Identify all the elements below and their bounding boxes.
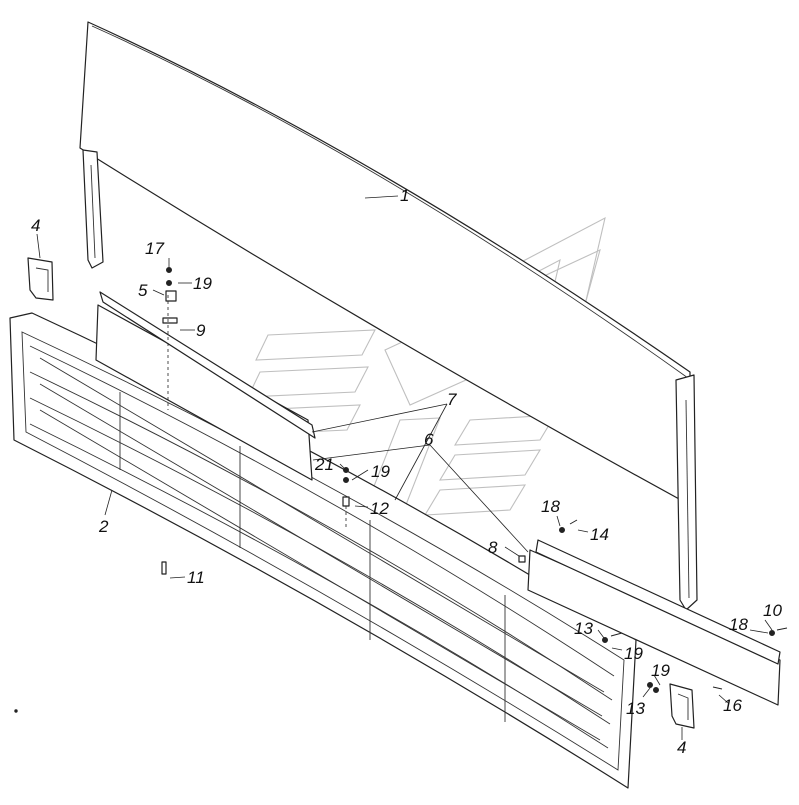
leader-lines — [36, 195, 773, 740]
callout-8: 8 — [488, 538, 498, 557]
callout-5: 5 — [138, 281, 148, 300]
callout-2: 2 — [98, 517, 109, 536]
upper-panel — [79, 21, 698, 611]
callout-labels: 1 2 4 4 5 6 7 8 9 10 11 12 13 13 14 16 1… — [31, 186, 782, 757]
left-seal-strip — [95, 291, 316, 481]
callout-12: 12 — [370, 499, 389, 518]
callout-19-d: 19 — [651, 661, 670, 680]
callout-13-upper: 13 — [574, 619, 593, 638]
callout-4-right: 4 — [677, 738, 686, 757]
right-bracket — [669, 683, 695, 729]
callout-6: 6 — [424, 430, 434, 449]
stray-dot — [14, 709, 18, 713]
callout-1: 1 — [400, 186, 409, 205]
callout-19-c: 19 — [624, 644, 643, 663]
callout-11: 11 — [187, 568, 205, 587]
callout-19-a: 19 — [193, 274, 212, 293]
callout-4-left: 4 — [31, 216, 40, 235]
left-bracket — [27, 257, 54, 301]
callout-14: 14 — [590, 525, 609, 544]
callout-16: 16 — [723, 696, 742, 715]
callout-17: 17 — [145, 239, 164, 258]
right-seal-strip — [527, 539, 781, 706]
callout-21: 21 — [314, 455, 334, 474]
callout-10: 10 — [763, 601, 782, 620]
callout-9: 9 — [196, 321, 206, 340]
fasteners — [161, 267, 788, 693]
callout-18-upper: 18 — [541, 497, 560, 516]
callout-7: 7 — [447, 390, 457, 409]
callout-19-b: 19 — [371, 462, 390, 481]
callout-13-lower: 13 — [626, 699, 645, 718]
callout-18-lower: 18 — [729, 615, 748, 634]
